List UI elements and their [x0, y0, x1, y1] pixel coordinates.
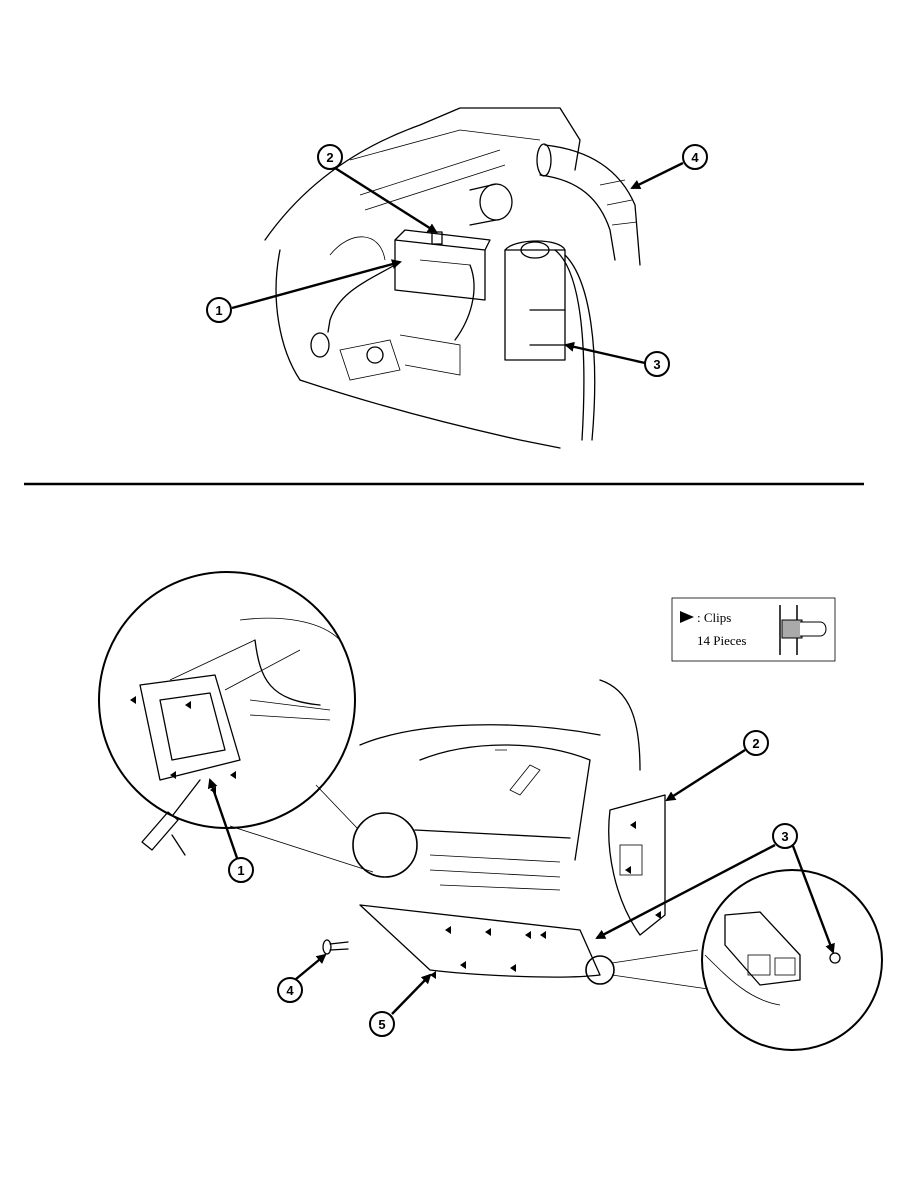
svg-text:1: 1 [215, 303, 222, 318]
zoom-detail-left [99, 572, 355, 828]
screw-icon [323, 940, 348, 954]
top-callout-4: 4 [632, 145, 707, 188]
svg-text:3: 3 [781, 829, 788, 844]
svg-text:5: 5 [378, 1017, 385, 1032]
zoom-detail-right [702, 870, 882, 1050]
zoom-target-circle-right [586, 956, 614, 984]
svg-text:3: 3 [653, 357, 660, 372]
bottom-callout-4: 4 [278, 955, 325, 1002]
bottom-callout-5: 5 [370, 975, 430, 1036]
bottom-callout-2: 2 [667, 731, 768, 800]
zoom-target-circle [353, 813, 417, 877]
clips-legend: : Clips 14 Pieces [672, 598, 835, 661]
svg-text:4: 4 [691, 150, 699, 165]
dashboard-illustration [360, 680, 665, 979]
svg-text:14 Pieces: 14 Pieces [697, 633, 746, 648]
svg-text:4: 4 [286, 983, 294, 998]
top-callout-3: 3 [566, 345, 669, 376]
svg-text:1: 1 [237, 863, 244, 878]
top-callout-1: 1 [207, 262, 400, 322]
svg-text:: Clips: : Clips [697, 610, 731, 625]
top-callout-2: 2 [318, 145, 436, 232]
svg-text:2: 2 [752, 736, 759, 751]
svg-text:2: 2 [326, 150, 333, 165]
zoom-leader-lines-right [612, 950, 715, 990]
